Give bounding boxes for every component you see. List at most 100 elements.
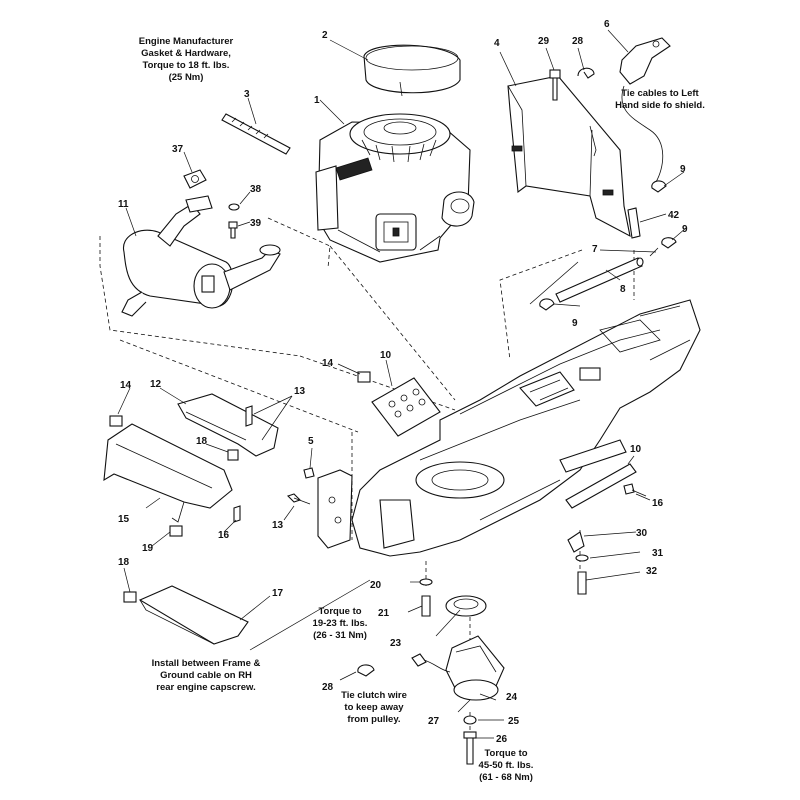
callout-4: 4 [494, 38, 500, 49]
callout-9-lower: 9 [572, 318, 578, 329]
callout-29: 29 [538, 36, 550, 47]
callout-9-upper: 9 [680, 164, 686, 175]
clip-nut-bottom [169, 525, 183, 537]
callout-10-right: 10 [630, 444, 642, 455]
shield-bolt-lower [286, 493, 311, 505]
stud-bolt [221, 113, 291, 155]
callout-3: 3 [244, 89, 250, 100]
heat-plate [371, 377, 441, 437]
callout-13-upper: 13 [294, 386, 306, 397]
plate-bolt-right [623, 483, 647, 497]
svg-text:from pulley.: from pulley. [347, 714, 400, 725]
callout-16-left: 16 [218, 530, 230, 541]
engine [315, 113, 475, 263]
cable-tube [555, 257, 644, 303]
svg-text:Gasket & Hardware,: Gasket & Hardware, [141, 48, 231, 59]
drive-pulley [445, 595, 487, 617]
shield-clip [577, 67, 595, 79]
callout-2: 2 [322, 30, 328, 41]
callout-24: 24 [506, 692, 518, 703]
svg-text:rear engine capscrew.: rear engine capscrew. [156, 682, 255, 693]
throttle-lever [619, 37, 671, 183]
shield-bolt-upper [245, 405, 253, 427]
callout-21: 21 [378, 608, 390, 619]
clip-nut-left [109, 415, 123, 427]
note-clutch-torque: Torque to 45-50 ft. lbs. (61 - 68 Nm) [479, 748, 534, 783]
stop-bolt [577, 571, 587, 595]
upper-heat-shield [177, 393, 279, 457]
engine-shield [507, 75, 631, 238]
svg-text:Ground cable on RH: Ground cable on RH [160, 670, 252, 681]
pulley-bolt [421, 595, 431, 617]
callout-37: 37 [172, 144, 184, 155]
svg-text:Torque to 18 ft. lbs.: Torque to 18 ft. lbs. [143, 60, 230, 71]
stop-washer [575, 554, 589, 562]
callout-14-left: 14 [120, 380, 132, 391]
svg-text:Tie clutch wire: Tie clutch wire [341, 690, 407, 701]
cable-clip-right [661, 237, 677, 249]
callout-6: 6 [604, 19, 610, 30]
callout-7: 7 [592, 244, 598, 255]
callout-9-right: 9 [682, 224, 688, 235]
callout-42: 42 [668, 210, 680, 221]
lock-washer [228, 203, 240, 211]
callout-27: 27 [428, 716, 440, 727]
callout-26: 26 [496, 734, 508, 745]
belt-guard-ring [363, 44, 461, 97]
callout-25: 25 [508, 716, 520, 727]
electric-clutch [411, 635, 505, 701]
callout-5: 5 [308, 436, 314, 447]
callout-23: 23 [390, 638, 402, 649]
svg-text:19-23 ft. lbs.: 19-23 ft. lbs. [313, 618, 368, 629]
frame-bolt [303, 467, 315, 479]
shield-bolt-left [233, 505, 241, 523]
callout-10-top: 10 [380, 350, 392, 361]
callout-38: 38 [250, 184, 262, 195]
callout-14-top: 14 [322, 358, 334, 369]
cable-sleeve [627, 207, 641, 239]
callout-30: 30 [636, 528, 648, 539]
callout-13-lower: 13 [272, 520, 284, 531]
ground-bracket [138, 585, 249, 645]
shield-bolt [549, 69, 561, 101]
muffler [121, 195, 281, 317]
callout-11: 11 [118, 199, 129, 210]
note-pulley-torque: Torque to 19-23 ft. lbs. (26 - 31 Nm) [313, 606, 368, 641]
callout-18-upper: 18 [196, 436, 208, 447]
callout-19: 19 [142, 543, 154, 554]
callout-1: 1 [314, 95, 320, 106]
callout-12: 12 [150, 379, 162, 390]
callout-15: 15 [118, 514, 130, 525]
exhaust-gasket [183, 169, 207, 189]
callout-39: 39 [250, 218, 262, 229]
clutch-clip [357, 664, 375, 677]
exhaust-bolt [228, 221, 238, 239]
side-plate [565, 463, 637, 509]
clutch-stop-bracket [567, 531, 585, 553]
svg-text:Install between Frame &: Install between Frame & [152, 658, 261, 669]
callout-20: 20 [370, 580, 382, 591]
spacer-nut [227, 449, 239, 461]
callout-numbers: 1 2 3 4 5 6 7 8 9 9 9 10 10 11 12 13 13 … [118, 19, 688, 745]
callout-28-lower: 28 [322, 682, 334, 693]
clutch-washer [463, 715, 477, 725]
clip-nut-upper [357, 371, 371, 383]
note-gasket-torque: Engine Manufacturer Gasket & Hardware, T… [139, 36, 234, 83]
callout-16-right: 16 [652, 498, 664, 509]
callout-18-lower: 18 [118, 557, 130, 568]
leader-lines [117, 29, 687, 739]
cable-clip-upper [651, 180, 667, 193]
note-tie-clutch-wire: Tie clutch wire to keep away from pulley… [341, 690, 407, 725]
svg-text:(26 - 31 Nm): (26 - 31 Nm) [313, 630, 367, 641]
lower-heat-shield [103, 423, 233, 523]
svg-text:(61 - 68 Nm): (61 - 68 Nm) [479, 772, 533, 783]
note-tie-cables: Tie cables to Left Hand side fo shield. [615, 88, 705, 111]
svg-text:Torque to: Torque to [484, 748, 527, 759]
callout-32: 32 [646, 566, 658, 577]
note-install-ground: Install between Frame & Ground cable on … [152, 658, 261, 693]
callout-31: 31 [652, 548, 664, 559]
callout-28-top: 28 [572, 36, 584, 47]
svg-text:45-50 ft. lbs.: 45-50 ft. lbs. [479, 760, 534, 771]
washer-20 [419, 578, 433, 586]
